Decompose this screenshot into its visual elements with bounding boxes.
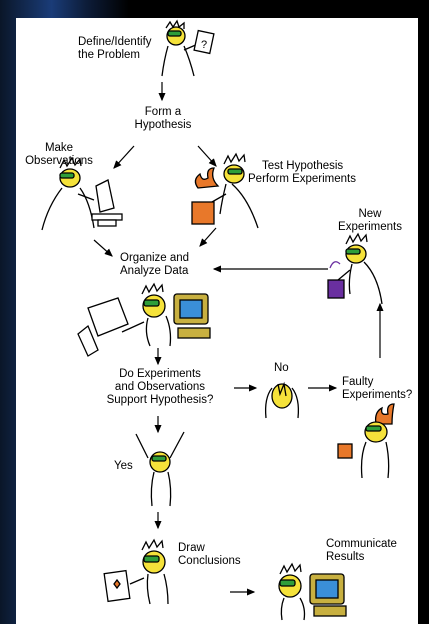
label-define-line1: Define/Identify <box>78 36 152 48</box>
arrow-test-to-organize <box>199 227 217 247</box>
label-support-line2: and Observations <box>114 381 206 393</box>
label-new-experiments: New Experiments <box>334 208 406 234</box>
label-new-line2: Experiments <box>338 221 402 233</box>
label-communicate-line2: Results <box>326 551 365 563</box>
label-define-problem: Define/Identify the Problem <box>78 36 152 62</box>
label-form-hypothesis: Form a Hypothesis <box>128 106 198 132</box>
label-observations-line2: Observations <box>25 155 93 167</box>
scientist-communicate <box>278 562 347 621</box>
diagram-artwork: ? <box>41 19 395 621</box>
scientist-no <box>264 381 300 419</box>
label-organize-line2: Analyze Data <box>120 265 189 277</box>
label-test-line2: Perform Experiments <box>248 173 357 185</box>
arrow-hypothesis-to-test <box>197 145 217 167</box>
label-communicate-line1: Communicate <box>326 538 397 550</box>
label-define-line2: the Problem <box>78 49 141 61</box>
scientist-computer-analyze <box>77 282 211 357</box>
scientist-beaker-flame <box>191 152 259 229</box>
arrow-hypothesis-to-observations <box>113 145 135 169</box>
label-organize-analyze: Organize and Analyze Data <box>120 252 189 278</box>
label-support-hypothesis: Do Experiments and Observations Support … <box>92 368 228 407</box>
scientist-define-problem: ? <box>161 19 215 77</box>
scientist-faulty <box>337 403 395 479</box>
scientist-microscope <box>41 156 123 231</box>
label-support-line1: Do Experiments <box>119 368 201 380</box>
label-organize-line1: Organize and <box>120 252 190 264</box>
label-faulty-line2: Experiments? <box>342 389 413 401</box>
label-conclusions-line2: Conclusions <box>178 555 241 567</box>
scientist-conclusions <box>103 538 169 605</box>
label-make-observations: Make Observations <box>16 142 102 168</box>
scientific-method-diagram: ? <box>16 18 418 624</box>
label-communicate-results: Communicate Results <box>326 538 397 564</box>
label-test-hypothesis: Test Hypothesis Perform Experiments <box>248 160 356 186</box>
label-new-line1: New <box>358 208 382 220</box>
label-hypothesis-line2: Hypothesis <box>134 119 192 131</box>
arrow-observations-to-organize <box>93 239 113 257</box>
label-faulty-line1: Faulty <box>342 376 374 388</box>
label-no: No <box>274 362 289 374</box>
label-hypothesis-line1: Form a <box>144 106 182 118</box>
label-support-line3: Support Hypothesis? <box>106 394 214 406</box>
label-yes: Yes <box>114 460 133 472</box>
label-test-line1: Test Hypothesis <box>262 160 344 172</box>
label-conclusions-line1: Draw <box>178 542 205 554</box>
label-draw-conclusions: Draw Conclusions <box>178 542 241 568</box>
scientist-yes <box>135 431 185 507</box>
label-faulty-experiments: Faulty Experiments? <box>342 376 412 402</box>
scientist-new-experiments <box>327 232 383 305</box>
svg-text:?: ? <box>201 39 207 51</box>
label-observations-line1: Make <box>44 142 74 154</box>
